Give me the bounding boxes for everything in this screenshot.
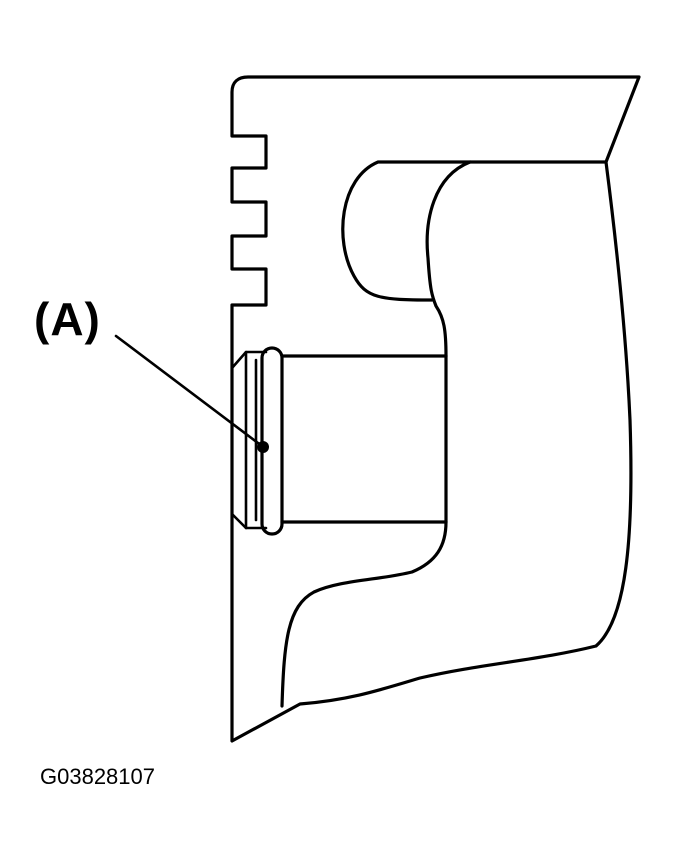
callout-leader-dot bbox=[257, 441, 269, 453]
callout-leader-line bbox=[114, 334, 264, 448]
snap-ring bbox=[260, 346, 284, 536]
piston-body-outline bbox=[230, 75, 641, 743]
callout-label-a: (A) bbox=[34, 293, 101, 345]
piston-inner-wall-lower bbox=[280, 520, 448, 708]
figure-id: G03828107 bbox=[40, 764, 155, 789]
piston-inner-wall-upper bbox=[425, 160, 472, 358]
piston-inner-upper-contour bbox=[341, 160, 608, 302]
